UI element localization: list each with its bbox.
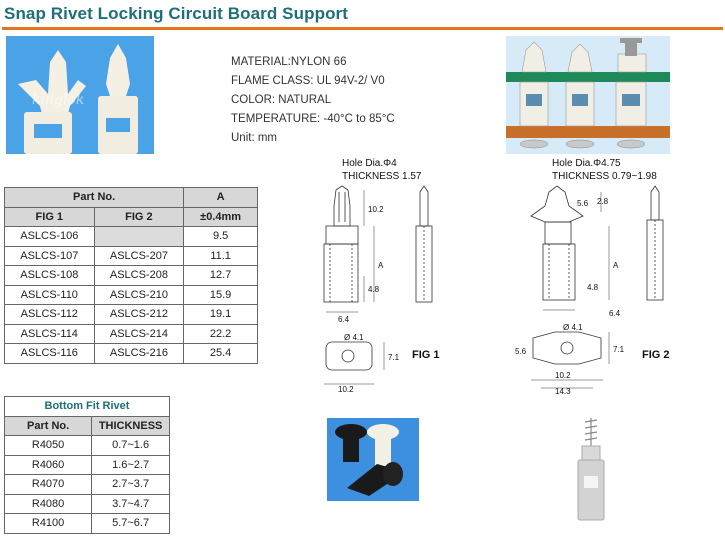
rivet-part-cell: R4050 — [3, 435, 93, 456]
fig2-dim-5-6: 5.6 — [577, 199, 589, 208]
fig2-part-cell: ASLCS-214 — [93, 323, 185, 344]
fig1-part-cell: ASLCS-116 — [4, 343, 95, 364]
rivet-part-header: Part No. — [3, 415, 93, 436]
spec-flame-class: FLAME CLASS: UL 94V-2/ V0 — [231, 75, 385, 87]
fig2-part-cell: ASLCS-208 — [93, 265, 185, 286]
rivet-table-caption: Bottom Fit Rivet — [4, 396, 170, 417]
rivet-thickness-cell: 1.6~2.7 — [91, 454, 170, 475]
table-row: ASLCS-112 ASLCS-212 19.1 — [4, 304, 258, 325]
page-title: Snap Rivet Locking Circuit Board Support — [4, 4, 349, 23]
fig2-dim-6-4: 6.4 — [609, 309, 621, 318]
product-photo-mounted — [506, 36, 670, 154]
rivet-thickness-header: THICKNESS — [91, 415, 170, 436]
a-value-cell: 22.2 — [183, 323, 258, 344]
fig2-dim-5-6-side: 5.6 — [515, 347, 527, 356]
bottom-fit-rivet-table: Bottom Fit Rivet Part No. THICKNESS R405… — [3, 396, 170, 534]
table-row: R4100 5.7~6.7 — [3, 513, 170, 534]
fig1-dim-6-4: 6.4 — [338, 315, 350, 324]
spec-material: MATERIAL:NYLON 66 — [231, 56, 347, 68]
fig2-part-cell: ASLCS-212 — [93, 304, 185, 325]
fig1-part-cell: ASLCS-107 — [4, 245, 95, 266]
fig1-column-header: FIG 1 — [4, 206, 95, 227]
table-row: ASLCS-106 9.5 — [4, 226, 258, 247]
fig2-thickness: THICKNESS 0.79~1.98 — [552, 171, 657, 182]
fig2-hole-dia: Hole Dia.Φ4.75 — [552, 158, 621, 169]
fig2-part-cell — [93, 226, 185, 247]
fig1-dim-10-2: 10.2 — [368, 205, 384, 214]
table-row: ASLCS-114 ASLCS-214 22.2 — [4, 323, 258, 344]
fig1-part-cell: ASLCS-112 — [4, 304, 95, 325]
fig2-dim-7-1: 7.1 — [613, 345, 625, 354]
a-value-cell: 15.9 — [183, 284, 258, 305]
fig2-dim-14-3: 14.3 — [555, 387, 571, 396]
fig1-dim-7-1: 7.1 — [388, 353, 400, 362]
title-divider — [2, 27, 723, 30]
table-row: R4050 0.7~1.6 — [3, 435, 170, 456]
rivet-thickness-cell: 2.7~3.7 — [91, 474, 170, 495]
tolerance-column-header: ±0.4mm — [183, 206, 258, 227]
part-number-table: Part No. A FIG 1 FIG 2 ±0.4mm ASLCS-106 … — [3, 187, 258, 364]
fig1-dim-10-2-bottom: 10.2 — [338, 385, 354, 394]
fig2-column-header: FIG 2 — [93, 206, 185, 227]
fig1-part-cell: ASLCS-108 — [4, 265, 95, 286]
a-header: A — [183, 187, 258, 208]
fig1-part-cell: ASLCS-110 — [4, 284, 95, 305]
table-row: ASLCS-107 ASLCS-207 11.1 — [4, 245, 258, 266]
part-no-header: Part No. — [3, 187, 185, 208]
a-value-cell: 25.4 — [183, 343, 258, 364]
fig1-part-cell: ASLCS-114 — [4, 323, 95, 344]
fig2-dim-10-2: 10.2 — [555, 371, 571, 380]
spec-list: MATERIAL:NYLON 66 FLAME CLASS: UL 94V-2/… — [231, 53, 395, 148]
fig1-dim-4-8: 4.8 — [368, 285, 380, 294]
fig2-dim-4-8: 4.8 — [587, 283, 599, 292]
rivet-part-cell: R4060 — [3, 454, 93, 475]
spec-color: COLOR: NATURAL — [231, 94, 332, 106]
a-value-cell: 19.1 — [183, 304, 258, 325]
fig2-part-cell: ASLCS-210 — [93, 284, 185, 305]
fig1-dim-hole: Ø 4.1 — [344, 333, 364, 342]
table-row: ASLCS-108 ASLCS-208 12.7 — [4, 265, 258, 286]
watermark: kinglok — [32, 92, 84, 108]
product-photo-screw-support — [566, 416, 616, 524]
a-value-cell: 11.1 — [183, 245, 258, 266]
spec-temperature: TEMPERATURE: -40°C to 85°C — [231, 113, 395, 125]
table-row: ASLCS-116 ASLCS-216 25.4 — [4, 343, 258, 364]
fig1-part-cell: ASLCS-106 — [4, 226, 95, 247]
fig2-dim-a: A — [613, 261, 619, 270]
table-row: R4080 3.7~4.7 — [3, 493, 170, 514]
product-photo-rivets — [327, 418, 419, 501]
rivet-thickness-cell: 5.7~6.7 — [91, 513, 170, 534]
rivet-part-cell: R4070 — [3, 474, 93, 495]
fig2-drawing: 5.6 2.8 A 4.8 6.4 Ø 4.1 5.6 7.1 10.2 14.… — [515, 185, 664, 396]
a-value-cell: 9.5 — [183, 226, 258, 247]
fig2-dim-hole: Ø 4.1 — [563, 323, 583, 332]
rivet-part-cell: R4100 — [3, 513, 93, 534]
fig2-part-cell: ASLCS-216 — [93, 343, 185, 364]
rivet-part-cell: R4080 — [3, 493, 93, 514]
table-row: R4070 2.7~3.7 — [3, 474, 170, 495]
product-photo-supports: kinglok — [6, 36, 154, 154]
fig1-drawing: 10.2 A 4.8 6.4 Ø 4.1 7.1 10.2 — [323, 185, 433, 394]
a-value-cell: 12.7 — [183, 265, 258, 286]
table-row: ASLCS-110 ASLCS-210 15.9 — [4, 284, 258, 305]
fig1-label: FIG 1 — [412, 349, 440, 361]
rivet-thickness-cell: 3.7~4.7 — [91, 493, 170, 514]
rivet-thickness-cell: 0.7~1.6 — [91, 435, 170, 456]
fig1-dim-a: A — [378, 261, 384, 270]
fig1-hole-dia: Hole Dia.Φ4 — [342, 158, 397, 169]
fig2-label: FIG 2 — [642, 349, 670, 361]
fig2-dim-2-8: 2.8 — [597, 197, 609, 206]
table-row: R4060 1.6~2.7 — [3, 454, 170, 475]
fig2-part-cell: ASLCS-207 — [93, 245, 185, 266]
spec-unit: Unit: mm — [231, 132, 277, 144]
fig1-thickness: THICKNESS 1.57 — [342, 171, 422, 182]
